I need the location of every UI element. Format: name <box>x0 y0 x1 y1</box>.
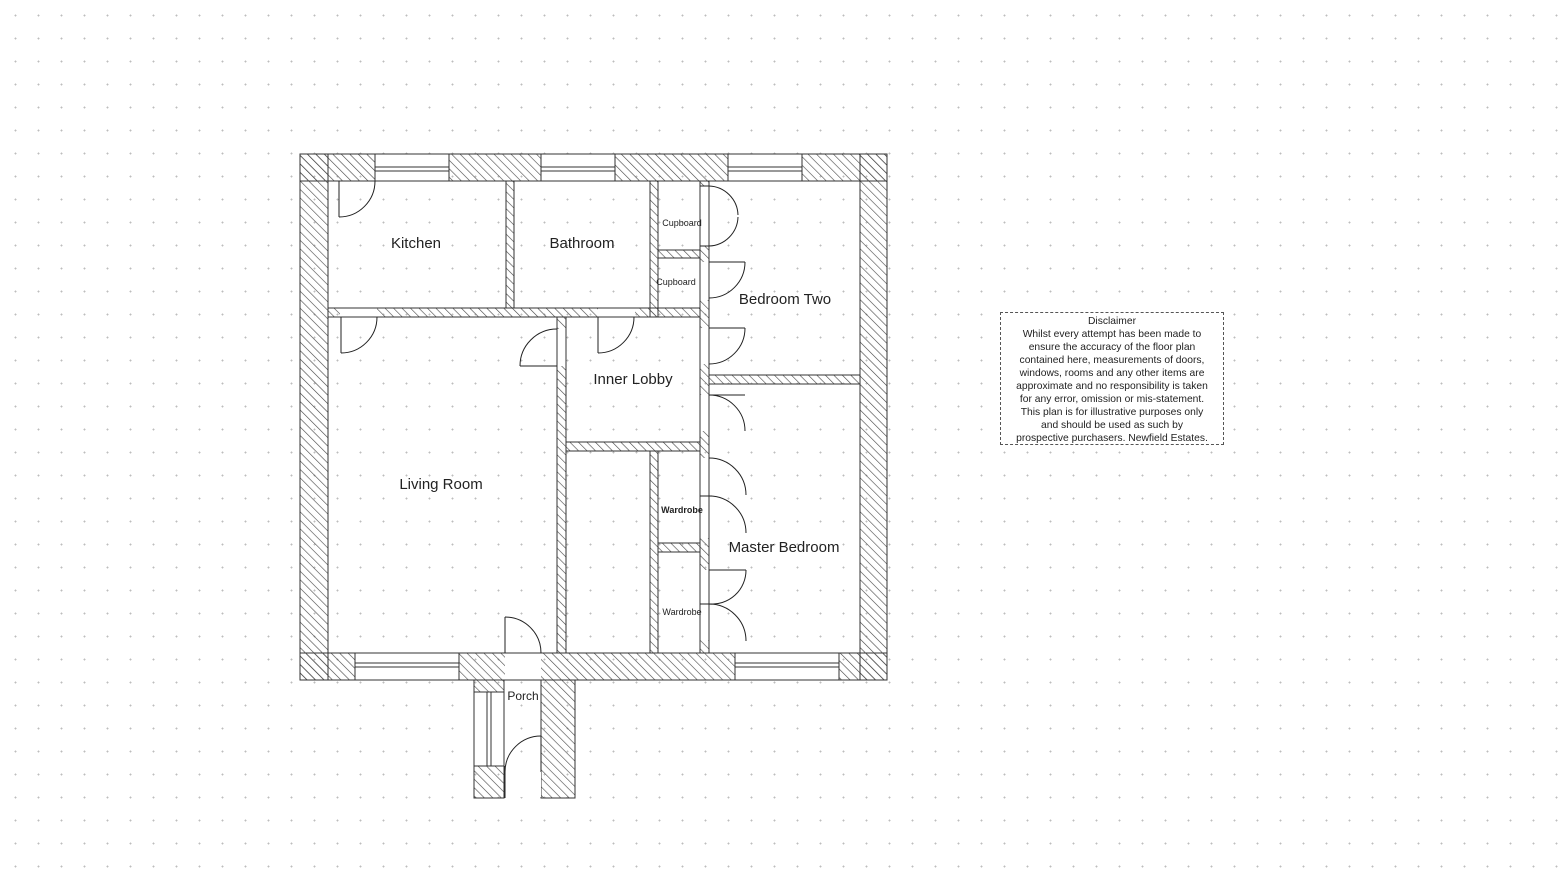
disclaimer-line: This plan is for illustrative purposes o… <box>1020 407 1204 418</box>
outer-walls <box>299 153 888 681</box>
living-room-label: Living Room <box>399 476 482 493</box>
disclaimer-line: ensure the accuracy of the floor plan <box>1028 342 1196 353</box>
inner-lobby-label: Inner Lobby <box>593 371 673 388</box>
kitchen-entry-door <box>338 180 376 218</box>
disclaimer-line: for any error, omission or mis-statement… <box>1019 394 1205 405</box>
living-room-door <box>519 328 558 367</box>
master-bedroom-label: Master Bedroom <box>729 539 840 556</box>
cupboard-2-label: Cupboard <box>656 277 696 287</box>
living-room-window <box>354 652 460 681</box>
bedroom-two-door <box>708 327 746 365</box>
porch-window <box>473 691 505 767</box>
wardrobe-1-label: Wardrobe <box>661 505 703 515</box>
disclaimer-line: prospective purchasers. Newfield Estates… <box>1016 433 1208 444</box>
bathroom-door <box>597 316 635 354</box>
kitchen-window <box>374 153 450 182</box>
bathroom-window <box>540 153 616 182</box>
wardrobe-1-doors <box>700 457 747 534</box>
disclaimer-line: and should be used as such by <box>1041 420 1183 431</box>
cupboard-2-door <box>708 261 746 299</box>
master-bedroom-door <box>708 394 746 432</box>
windows <box>354 153 840 767</box>
disclaimer-box: Disclaimer Whilst every attempt has been… <box>1000 312 1224 445</box>
porch-inner-door <box>504 616 542 654</box>
master-bedroom-window <box>734 652 840 681</box>
cupboard-1-label: Cupboard <box>662 218 702 228</box>
door-swings <box>338 180 747 798</box>
cupboard-1-doors <box>700 185 739 247</box>
room-labels: Kitchen Bathroom Cupboard Cupboard Bedro… <box>391 218 839 703</box>
door-openings <box>340 186 709 797</box>
porch-front-door <box>504 735 542 798</box>
wardrobe-2-label: Wardrobe <box>662 607 701 617</box>
bedroom-two-label: Bedroom Two <box>739 291 831 308</box>
disclaimer-title: Disclaimer <box>1087 316 1137 327</box>
disclaimer-line: contained here, measurements of doors, <box>1019 355 1205 366</box>
porch-label: Porch <box>507 689 538 703</box>
kitchen-door <box>340 316 378 354</box>
disclaimer-line: Whilst every attempt has been made to <box>1022 329 1202 340</box>
wardrobe-2-doors <box>700 569 747 642</box>
kitchen-label: Kitchen <box>391 235 441 252</box>
bedroom-two-window <box>727 153 803 182</box>
disclaimer-line: windows, rooms and any other items are <box>1019 368 1205 379</box>
disclaimer-line: approximate and no responsibility is tak… <box>1016 381 1208 392</box>
bathroom-label: Bathroom <box>549 235 614 252</box>
